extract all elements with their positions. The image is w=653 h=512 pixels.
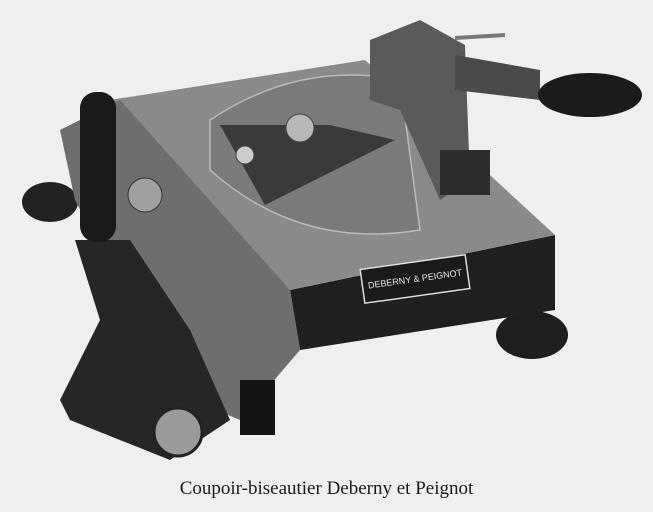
screw-rod — [454, 33, 506, 40]
machine-foot-left — [22, 182, 78, 222]
handle-shaft — [455, 55, 540, 100]
lever-handle — [80, 92, 116, 242]
machine-photo: DEBERNY & PEIGNOT — [22, 20, 642, 460]
rail-knob — [127, 177, 163, 213]
triangle-gauge — [220, 125, 395, 205]
machine-left-body — [60, 240, 230, 460]
gauge-knob-small — [235, 145, 255, 165]
front-block — [240, 380, 275, 435]
blade-block — [440, 150, 490, 195]
wooden-handle — [538, 73, 642, 117]
maker-plate: DEBERNY & PEIGNOT — [359, 253, 471, 305]
gauge-knob — [285, 113, 315, 143]
machine-foot-right — [496, 311, 568, 359]
machine-left-rail — [60, 100, 300, 420]
figure-caption: Coupoir-biseautier Deberny et Peignot — [179, 478, 474, 499]
front-knob — [152, 406, 204, 458]
